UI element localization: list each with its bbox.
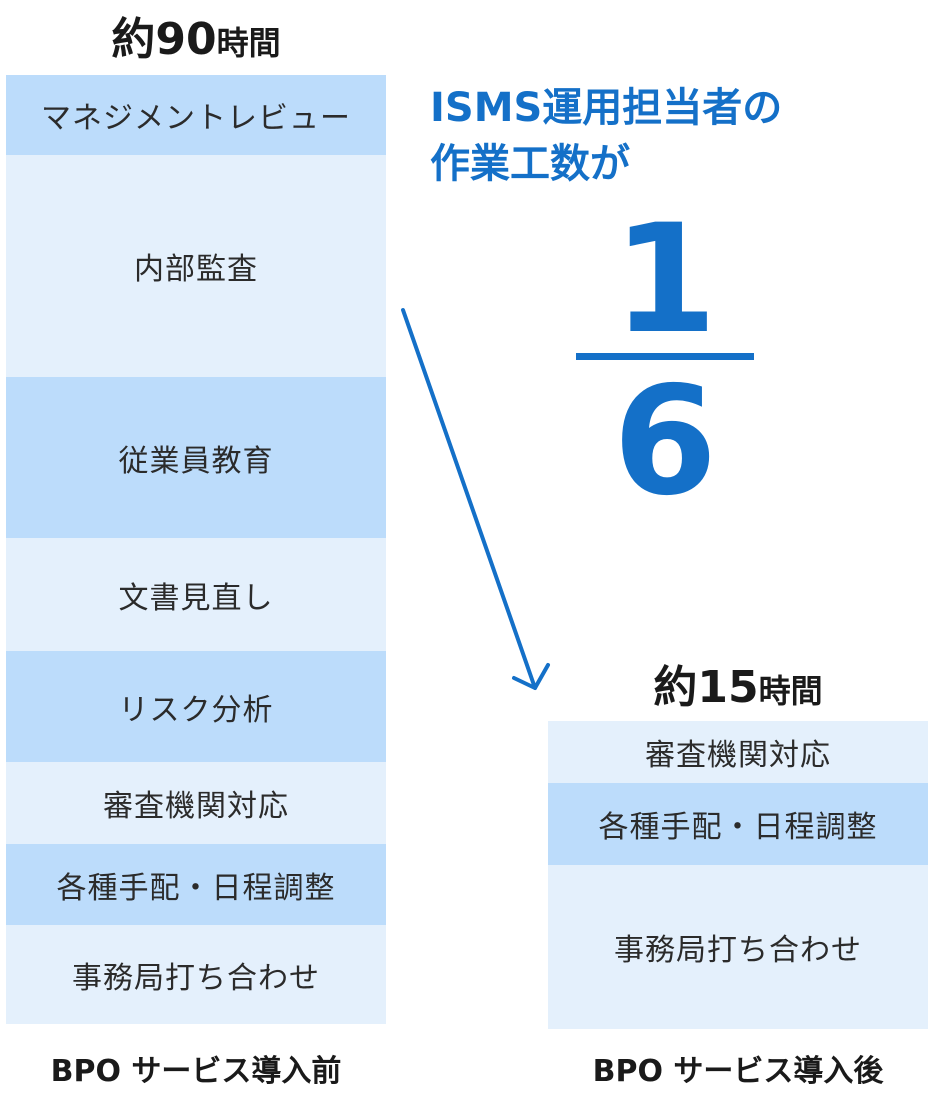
fraction-numerator: 1	[612, 193, 718, 367]
after-task-stack: 審査機関対応 各種手配・日程調整 事務局打ち合わせ	[548, 721, 928, 1029]
reduction-fraction: 1 6	[576, 193, 754, 517]
after-total-hours: 約15時間	[548, 666, 928, 710]
after-hours-value: 約15	[653, 662, 759, 713]
arrow-head	[512, 663, 550, 690]
after-block-secretariat-meeting: 事務局打ち合わせ	[548, 865, 928, 1029]
before-block-internal-audit: 内部監査	[6, 155, 386, 377]
after-block-audit-body: 審査機関対応	[548, 721, 928, 783]
before-hours-unit: 時間	[216, 24, 281, 62]
after-block-scheduling: 各種手配・日程調整	[548, 783, 928, 865]
headline-line-2: 作業工数が	[430, 141, 630, 187]
headline: ISMS運用担当者の 作業工数が	[430, 80, 782, 192]
before-block-risk-analysis: リスク分析	[6, 651, 386, 762]
before-task-stack: マネジメントレビュー 内部監査 従業員教育 文書見直し リスク分析 審査機関対応…	[6, 75, 386, 1024]
before-block-management-review: マネジメントレビュー	[6, 75, 386, 155]
before-block-scheduling: 各種手配・日程調整	[6, 844, 386, 925]
fraction-bar	[576, 353, 754, 360]
before-total-hours: 約90時間	[6, 18, 386, 62]
before-block-audit-body: 審査機関対応	[6, 762, 386, 844]
before-hours-value: 約90	[111, 14, 217, 65]
fraction-denominator: 6	[612, 355, 718, 529]
headline-line-1: ISMS運用担当者の	[430, 85, 783, 131]
before-footer-label: BPO サービス導入前	[50, 1054, 342, 1089]
after-footer-label: BPO サービス導入後	[592, 1054, 884, 1089]
before-block-employee-training: 従業員教育	[6, 377, 386, 538]
arrow-shaft	[401, 308, 537, 690]
before-block-secretariat-meeting: 事務局打ち合わせ	[6, 925, 386, 1024]
before-block-document-review: 文書見直し	[6, 538, 386, 651]
after-hours-unit: 時間	[758, 672, 823, 710]
